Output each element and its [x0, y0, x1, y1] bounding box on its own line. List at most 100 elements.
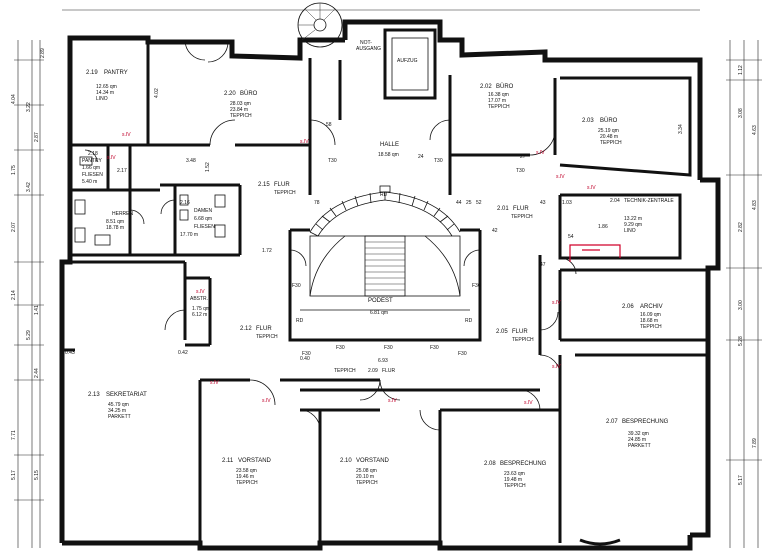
room-id: 2.13 — [88, 392, 100, 398]
fire-sign-label: s.IV — [210, 380, 219, 386]
room-area2: 6.12 m — [192, 312, 207, 318]
room-area: 16.38 qm — [488, 92, 509, 98]
dim-label: 25 — [466, 200, 472, 206]
dim-label: 1.86 — [598, 224, 608, 230]
room-abstr: ABSTR. 1.75 qm 6.12 m — [190, 296, 210, 318]
room-area: 12.65 qm — [96, 84, 117, 90]
fire-sign-label: s.IV — [556, 174, 565, 180]
t30-label: T30 — [516, 168, 525, 174]
fire-sign-label: s.IV — [262, 398, 271, 404]
room-area: 25.19 qm — [598, 128, 619, 134]
dim-label: 2.07 — [11, 222, 17, 232]
room-area2: 18.68 m — [640, 318, 658, 324]
room-area2: 14.34 m — [96, 90, 114, 96]
room-id: 2.15 — [258, 182, 270, 188]
dim-label: 5.29 — [26, 330, 32, 340]
dim-label: 3.22 — [26, 102, 32, 112]
room-area: 45.79 qm — [108, 402, 129, 408]
dim-label: 58 — [326, 122, 332, 128]
room-area2: 9.29 qm — [624, 222, 642, 228]
room-id: 2.01 — [497, 206, 509, 212]
room-name: FLUR — [256, 326, 272, 332]
dim-label: 1.52 — [205, 162, 211, 172]
room-floor: LINO — [624, 228, 636, 234]
room-floor: TEPPICH — [230, 113, 252, 119]
dim-label: 2.89 — [40, 48, 46, 58]
room-name: PODEST — [368, 298, 393, 304]
room-id: 2.10 — [340, 458, 352, 464]
dim-label: 4.04 — [11, 94, 17, 104]
room-2-16-damen: 2.16 DAMEN 6.68 qm FLIESEN 17.70 m — [180, 200, 215, 238]
dim-label: 4.02 — [154, 88, 160, 98]
room-name: TECHNIK-ZENTRALE — [624, 198, 674, 204]
room-2-02: 2.02 BÜRO 16.38 qm 17.07 m TEPPICH — [480, 83, 514, 110]
room-2-04: 2.04 TECHNIK-ZENTRALE 13.22 m 9.29 qm LI… — [610, 198, 674, 234]
room-name: FLUR — [274, 182, 290, 188]
fire-sign-label: s.IV — [388, 398, 397, 404]
rd-label: RD — [380, 192, 388, 198]
room-id: 2.19 — [86, 70, 98, 76]
dim-label: 1.75 — [11, 165, 17, 175]
room-floor: TEPPICH — [600, 140, 622, 146]
dim-label: 44 — [456, 200, 462, 206]
aufzug-label: AUFZUG — [397, 58, 418, 64]
dimension-chain-left: 4.04 3.22 2.87 1.75 3.42 2.07 2.14 1.41 … — [11, 40, 44, 548]
dimension-chain-top: 2.89 — [40, 9, 700, 58]
room-floor: TEPPICH — [356, 480, 378, 486]
dim-label: 2.87 — [34, 132, 40, 142]
room-area: 1.66 qm — [82, 165, 100, 171]
main-staircase — [300, 185, 470, 311]
dim-label: 3.08 — [738, 108, 744, 118]
room-name: ARCHIV — [640, 304, 663, 310]
room-floor: PARKETT — [108, 414, 131, 420]
elevator-shaft — [383, 28, 437, 100]
room-name: PANTRY — [104, 70, 128, 76]
dim-label: 1.72 — [262, 248, 272, 254]
dim-label: 3.48 — [186, 158, 196, 164]
fire-sign-label: s.IV — [587, 185, 596, 191]
room-name: BÜRO — [240, 90, 258, 97]
dim-label: 0.43 — [65, 350, 75, 356]
f30-label: F30 — [336, 345, 345, 351]
room-floor: PARKETT — [628, 443, 651, 449]
room-id: 2.09 — [368, 368, 378, 374]
room-area: 39.32 qm — [628, 431, 649, 437]
room-2-13: 2.13 SEKRETARIAT 45.79 qm 34.25 m PARKET… — [88, 392, 147, 420]
room-area: 6.68 qm — [194, 216, 212, 222]
room-name: FLUR — [513, 206, 529, 212]
dim-label: 52 — [476, 200, 482, 206]
room-id: 2.16 — [180, 200, 190, 206]
f30-label: F30 — [472, 283, 481, 289]
room-id: 2.05 — [496, 329, 508, 335]
dim-label: 42 — [492, 228, 498, 234]
room-area2: 23.84 m — [230, 107, 248, 113]
room-2-11: 2.11 VORSTAND 23.58 qm 19.46 m TEPPICH — [222, 458, 272, 486]
room-floor: TEPPICH — [488, 104, 510, 110]
room-2-08: 2.08 BESPRECHUNG 23.63 qm 19.48 m TEPPIC… — [484, 461, 547, 489]
room-id: 2.12 — [240, 326, 252, 332]
room-name: SEKRETARIAT — [106, 392, 147, 398]
fire-sign-label: s.IV — [524, 400, 533, 406]
outer-walls — [59, 19, 721, 551]
dim-label: 7.89 — [752, 438, 758, 448]
room-name: PANTRY — [82, 158, 102, 164]
room-2-07: 2.07 BESPRECHUNG 39.32 qm 24.85 m PARKET… — [606, 419, 669, 449]
room-2-06: 2.06 ARCHIV 16.09 qm 18.68 m TEPPICH — [622, 304, 663, 330]
room-id: 2.08 — [484, 461, 496, 467]
f30-label: F30 — [292, 283, 301, 289]
interior-walls — [62, 40, 708, 548]
room-floor: TEPPICH — [334, 368, 356, 374]
fire-sign-label: s.IV — [300, 139, 309, 145]
rd-label: RD — [465, 318, 473, 324]
room-area: 18.58 qm — [378, 152, 399, 158]
door-swings — [84, 39, 577, 431]
room-name: DAMEN — [194, 208, 212, 214]
dim-label: 54 — [568, 234, 574, 240]
room-name: HALLE — [380, 142, 399, 148]
misc-labels: NOT- AUSGANG AUFZUG RD RD RD T30 T30 T30… — [107, 40, 596, 406]
room-area2: 24.85 m — [628, 437, 646, 443]
fire-sign-label: s.IV — [536, 150, 545, 156]
room-area2: 17.07 m — [488, 98, 506, 104]
room-floor: TEPPICH — [640, 324, 662, 330]
